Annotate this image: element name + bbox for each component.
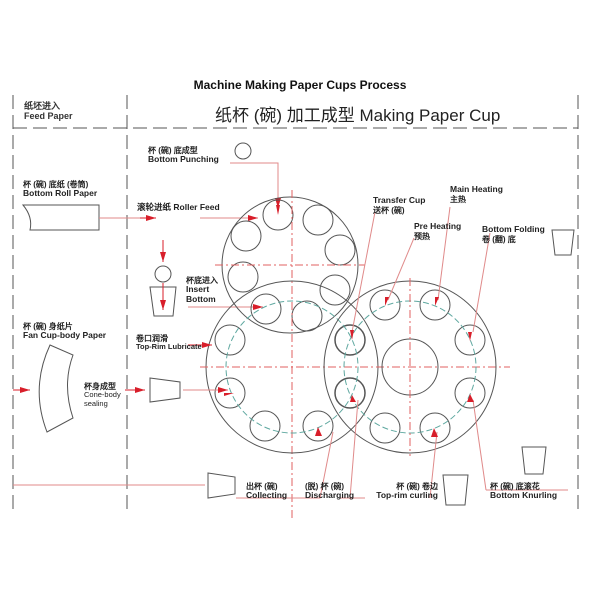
feed-paper-header: 纸坯进入 Feed Paper [24,101,73,122]
curling-cup [442,474,469,506]
label-fan-body-paper: 杯 (碗) 身纸片 Fan Cup-body Paper [23,322,107,341]
label-insert-bottom: 杯底进入 Insert Bottom [186,276,218,304]
label-main-heating: Main Heating 主热 [450,184,503,204]
feed-paper-zh: 纸坯进入 [24,101,61,111]
fan-paper-shape [38,344,74,433]
label-top-rim-lubricate: 卷口润滑 Top-Rim Lubricate [136,334,202,352]
making-paper-cup-header: 纸杯 (碗) 加工成型 Making Paper Cup [215,106,501,125]
label-discharging: (脱) 杯 (碗) Discharging [305,482,355,501]
collect-cup [207,472,236,499]
label-bottom-punching: 杯 (碗) 底成型 Bottom Punching [148,146,219,165]
bottom-roll-paper-shape [21,204,100,231]
page-title: Machine Making Paper Cups Process [193,78,407,92]
knurling-cup [521,446,547,475]
bottom-folding-cup [551,229,575,256]
label-pre-heating: Pre Heating 预热 [414,221,462,241]
label-top-rim-curling: 杯 (碗) 卷边 Top-rim curling [376,482,438,501]
label-bottom-folding: Bottom Folding 卷 (翻) 底 [482,224,545,244]
label-bottom-roll-paper: 杯 (碗) 底纸 (卷筒) Bottom Roll Paper [23,180,98,199]
label-cone-body-sealing: 杯身成型 Cone-body sealing [84,382,121,408]
cone-body-shape [149,377,181,403]
label-roller-feed: 滚轮进纸 Roller Feed [137,202,220,212]
feed-paper-en: Feed Paper [24,111,73,122]
label-collecting: 出杯 (碗) Collecting [246,482,288,501]
frame-lines [12,95,579,515]
punch-circle [234,142,252,160]
label-bottom-knurling: 杯 (碗) 底滚花 Bottom Knurling [490,482,558,501]
label-transfer-cup: Transfer Cup 送杯 (碗) [373,195,426,215]
heating-wheel [323,280,497,454]
